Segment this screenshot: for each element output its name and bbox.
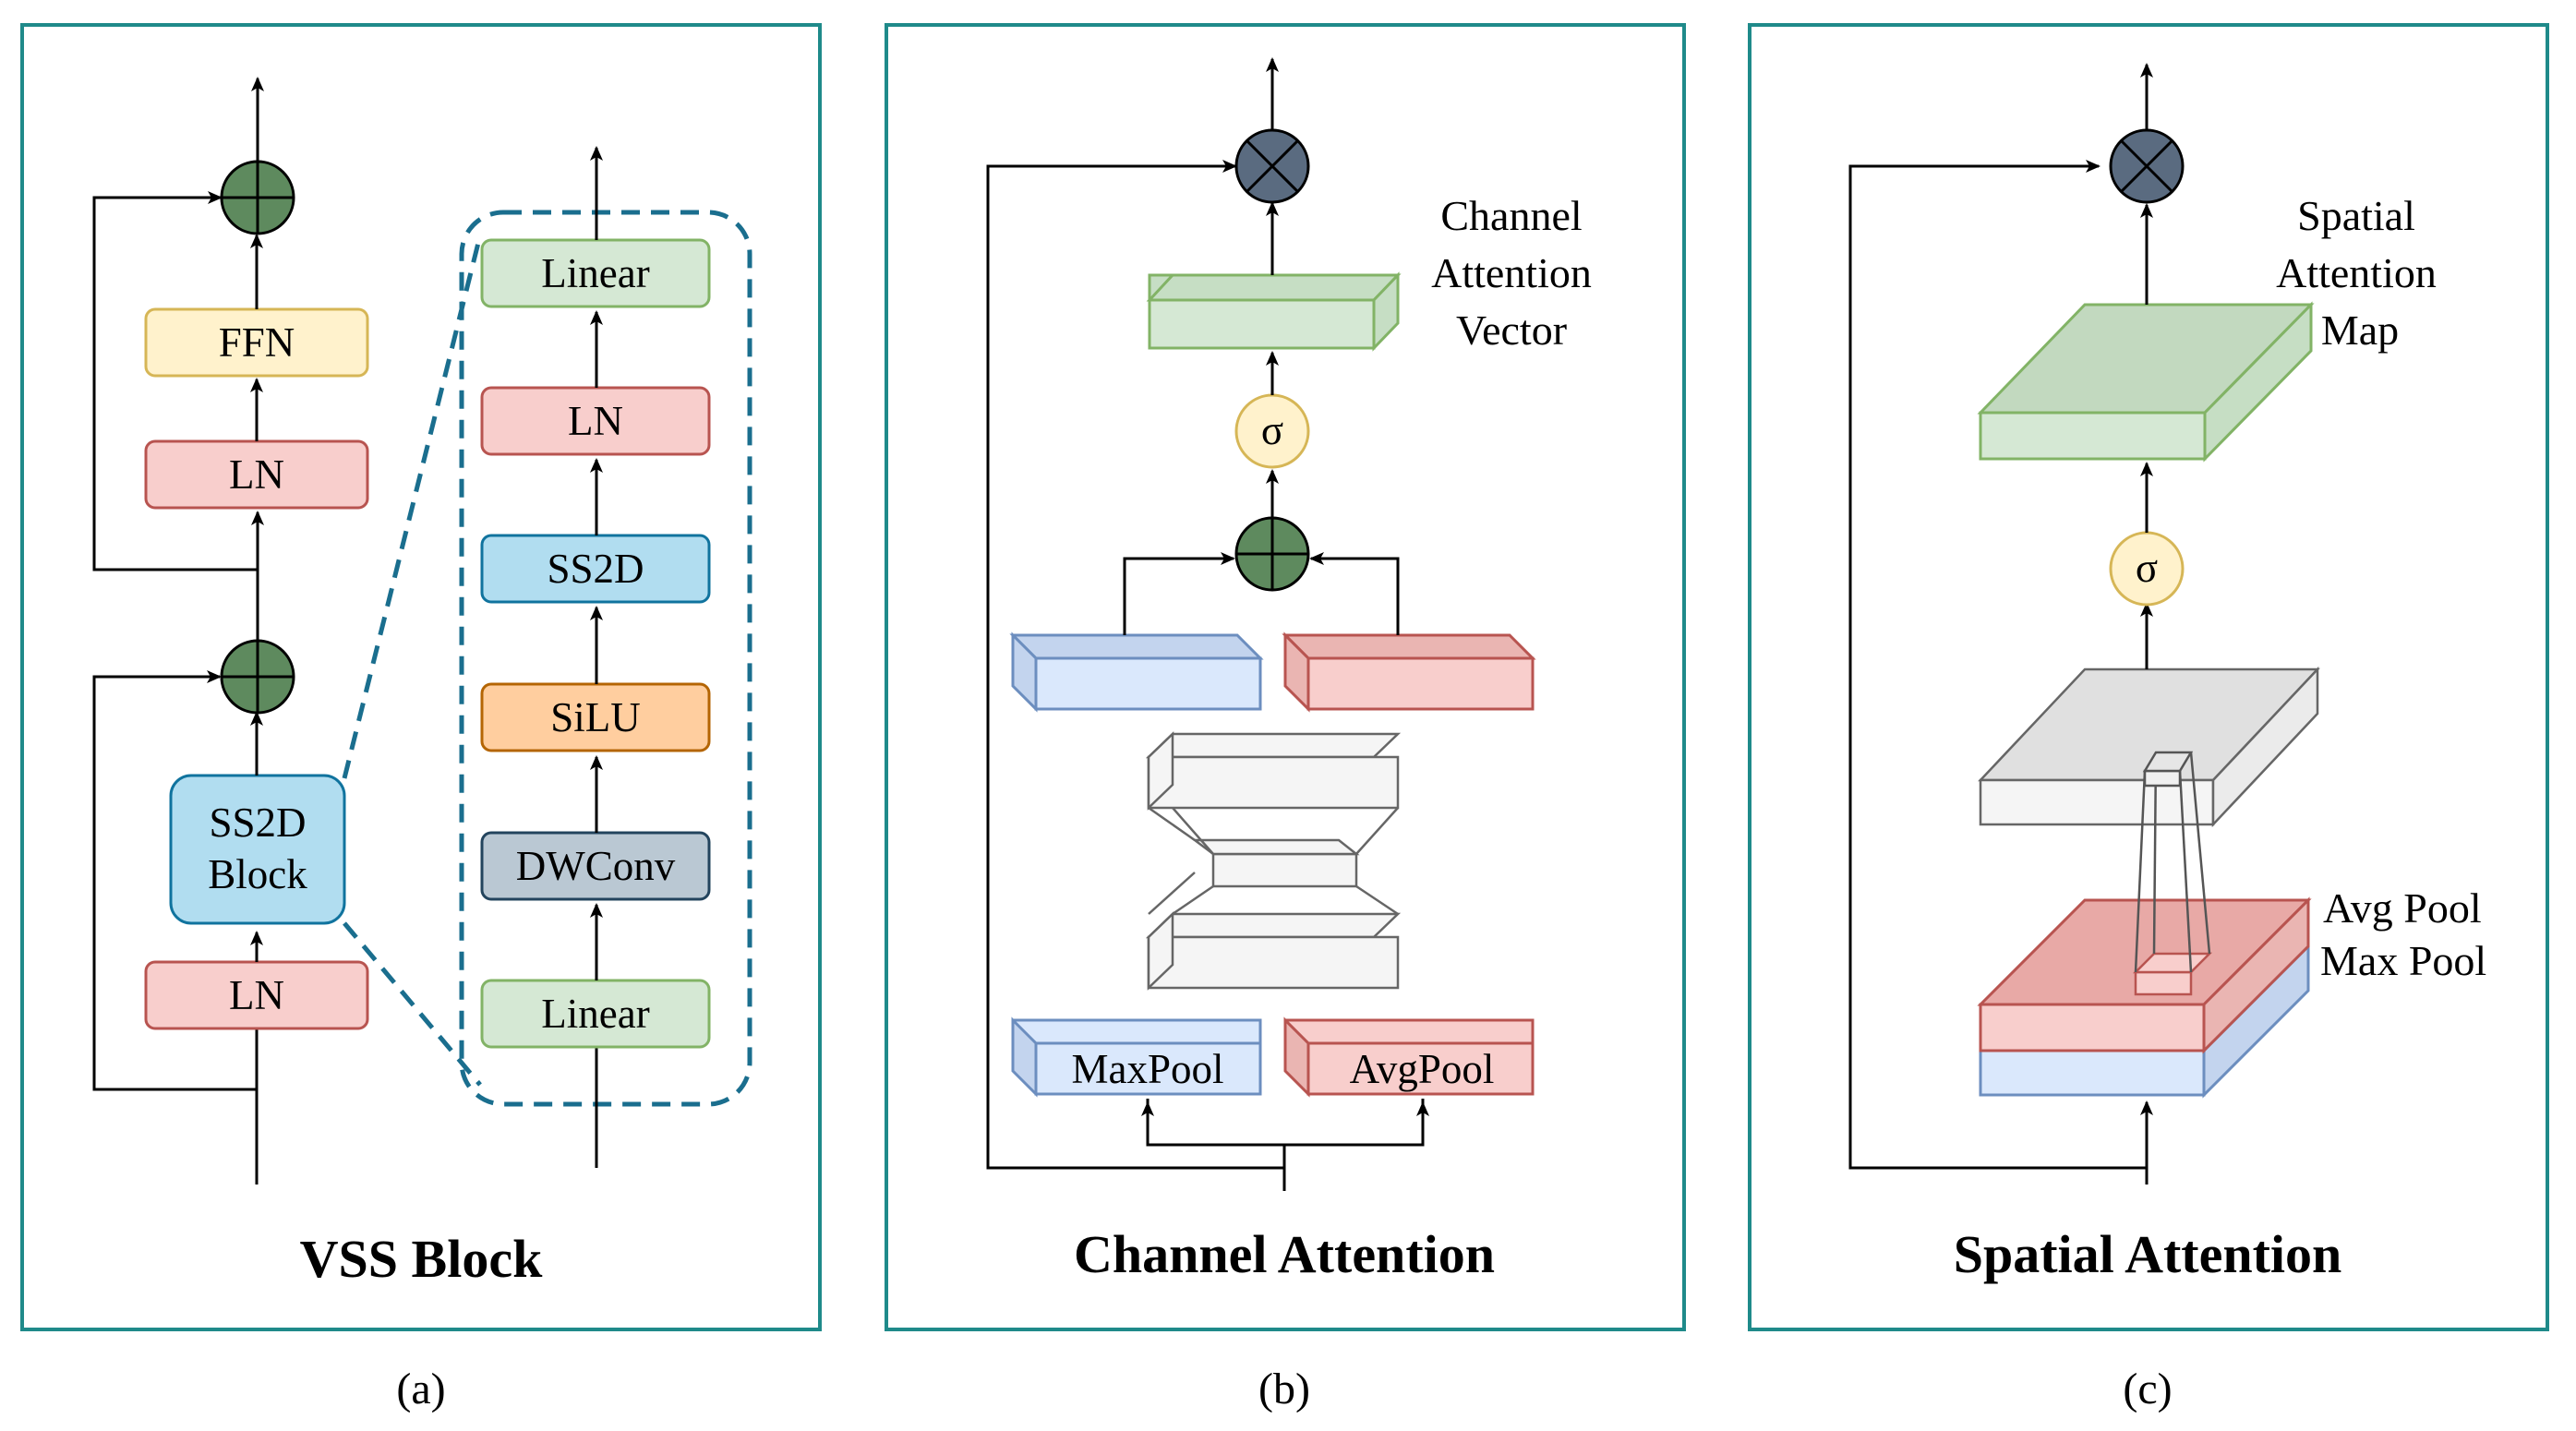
ffn-label: FFN: [219, 319, 295, 366]
maxpool-vector: [1009, 631, 1264, 713]
maxpool-label: MaxPool: [1071, 1046, 1223, 1092]
panel-a-title: VSS Block: [300, 1229, 543, 1289]
avg-pool-label: Avg Pool: [2323, 884, 2482, 932]
avgpool-vector: [1282, 631, 1536, 713]
panel-b-frame: [885, 23, 1686, 1331]
avgpool-label: AvgPool: [1350, 1046, 1495, 1092]
silu-label: SiLU: [550, 694, 641, 740]
channel-annotation-2: Attention: [1431, 249, 1592, 296]
dwconv-label: DWConv: [516, 843, 676, 889]
panel-a-caption: (a): [396, 1365, 445, 1413]
ss2d-inner-label: SS2D: [547, 546, 644, 592]
add-node-b: [1234, 516, 1310, 592]
panel-c: σ Spatial Attention Map Avg Pool Max Poo…: [1748, 23, 2549, 1331]
sigma-label-b: σ: [1261, 407, 1283, 453]
panel-a-frame: [20, 23, 822, 1331]
add-node-lower: [220, 639, 295, 715]
conv-kernel-icon: [2132, 751, 2213, 996]
panel-a: LN SS2D Block LN FFN: [20, 23, 822, 1331]
panel-c-title: Spatial Attention: [1954, 1224, 2342, 1284]
multiply-node-b: [1234, 128, 1310, 204]
expansion-frame: [459, 210, 752, 1107]
avgpool-box: [1283, 1016, 1535, 1098]
channel-annotation-1: Channel: [1440, 192, 1582, 239]
add-node-upper: [220, 160, 295, 235]
multiply-node-c: [2109, 128, 2185, 204]
ln-inner-label: LN: [568, 398, 623, 444]
ss2d-block-label-1: SS2D: [209, 800, 306, 846]
shared-mlp-icon: [1145, 731, 1402, 991]
linear-top-label: Linear: [541, 250, 649, 296]
ln-top-label: LN: [229, 451, 284, 498]
maxpool-box: [1011, 1016, 1262, 1098]
spatial-annotation-1: Spatial: [2297, 192, 2415, 239]
avg-pool-layer: [1977, 896, 2312, 1054]
spatial-annotation-2: Attention: [2276, 249, 2437, 296]
channel-annotation-3: Vector: [1456, 307, 1567, 354]
channel-attention-vector: [1146, 271, 1402, 352]
panel-b: MaxPool AvgPool: [885, 23, 1686, 1331]
convolved-feature-block: [1978, 666, 2320, 828]
max-pool-layer: [1979, 943, 2310, 1099]
ss2d-block: [169, 774, 346, 925]
panel-c-caption: (c): [2123, 1365, 2172, 1413]
max-pool-label: Max Pool: [2320, 937, 2486, 984]
spatial-annotation-3: Map: [2321, 307, 2399, 354]
panel-b-title: Channel Attention: [1074, 1224, 1495, 1284]
spatial-attention-map: [1977, 301, 2315, 463]
linear-bottom-label: Linear: [541, 991, 649, 1037]
ss2d-block-label-2: Block: [208, 851, 307, 897]
panel-b-caption: (b): [1258, 1365, 1310, 1413]
ln-bottom-label: LN: [229, 972, 284, 1018]
panel-c-frame: [1748, 23, 2549, 1331]
sigma-label-c: σ: [2136, 545, 2158, 591]
